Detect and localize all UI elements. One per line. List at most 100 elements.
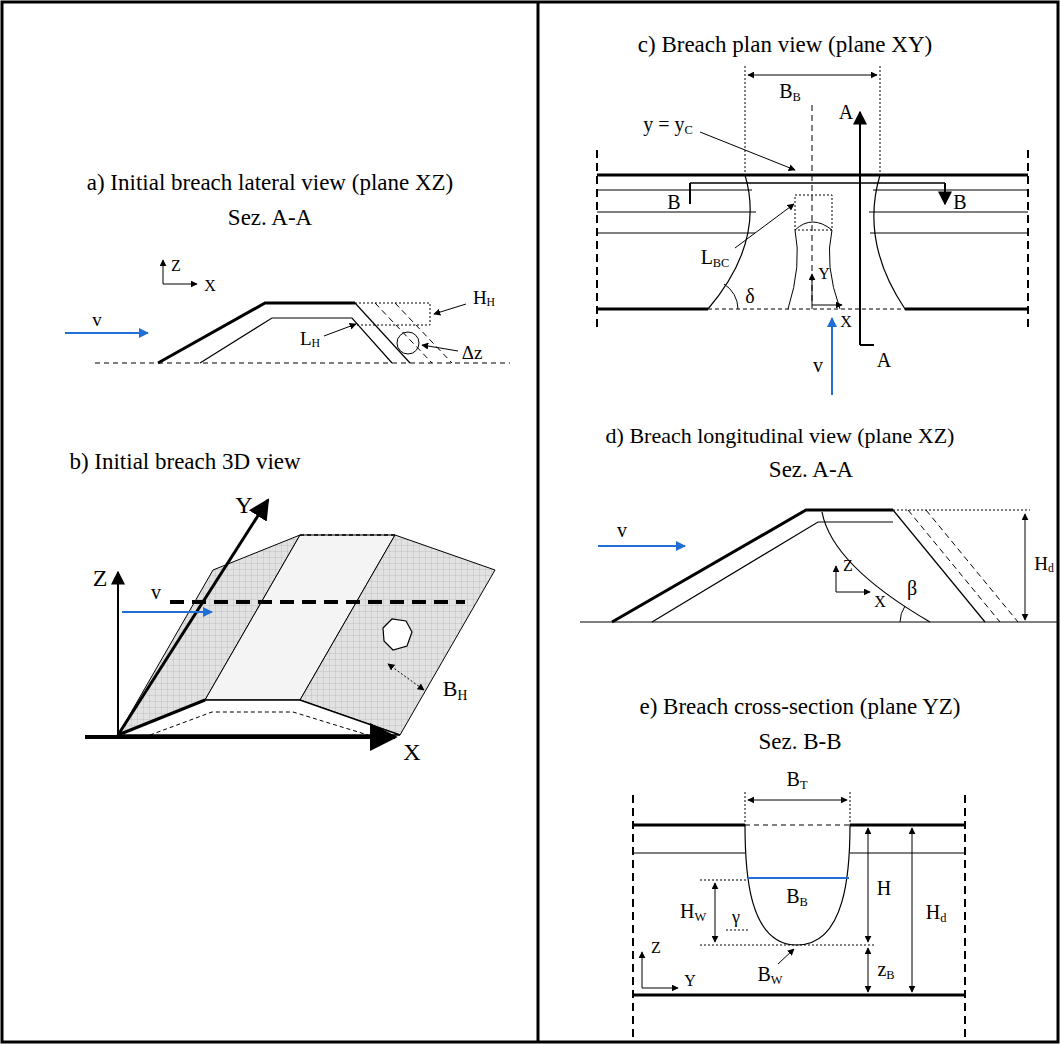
breach-hole bbox=[383, 619, 412, 650]
axis-x bbox=[85, 735, 395, 739]
water-surface bbox=[748, 877, 849, 879]
channel-length-box bbox=[795, 195, 832, 230]
dimension-guide bbox=[893, 510, 1030, 511]
symbol-label: v bbox=[92, 310, 102, 331]
angle-arc bbox=[724, 284, 738, 309]
embankment-outline bbox=[612, 510, 893, 622]
symbol-label: Y bbox=[235, 492, 252, 518]
symbol-label: A bbox=[839, 101, 853, 123]
symbol-label: β bbox=[907, 577, 917, 599]
panel-title: e) Breach cross-section (plane YZ) bbox=[639, 694, 960, 719]
symbol-label: X bbox=[204, 277, 216, 295]
axis-x bbox=[812, 305, 842, 306]
dimension-guide bbox=[700, 945, 875, 946]
panel-title: d) Breach longitudinal view (plane XZ) bbox=[606, 424, 955, 448]
symbol-label: Hd bbox=[926, 901, 947, 926]
ground-line bbox=[95, 363, 510, 364]
panel-title: a) Initial breach lateral view (plane XZ… bbox=[87, 170, 454, 195]
dimension-guide bbox=[745, 792, 850, 825]
symbol-label: v bbox=[813, 354, 823, 376]
symbol-label: v bbox=[151, 581, 161, 603]
end-section bbox=[118, 700, 400, 735]
axis-z bbox=[163, 260, 164, 284]
section-arrow bbox=[690, 183, 945, 204]
height-dimension bbox=[868, 948, 869, 992]
symbol-label: v bbox=[617, 519, 627, 541]
symbol-label: BH bbox=[443, 677, 468, 702]
breach-channel bbox=[788, 222, 840, 309]
angle-guide bbox=[726, 930, 748, 931]
height-dimension bbox=[715, 883, 716, 942]
symbol-label: BT bbox=[787, 768, 808, 793]
axis-x bbox=[163, 284, 197, 285]
panel-title: b) Initial breach 3D view bbox=[69, 449, 300, 474]
flow-arrow bbox=[598, 545, 685, 547]
symbol-label: Z bbox=[93, 565, 108, 591]
symbol-label: BB bbox=[786, 885, 808, 910]
height-dimension bbox=[912, 828, 913, 992]
width-dimension bbox=[748, 800, 847, 801]
panel-title: c) Breach plan view (plane XY) bbox=[638, 32, 932, 57]
embankment-outline bbox=[158, 303, 355, 363]
ground-line bbox=[580, 622, 1058, 623]
flow-arrow bbox=[831, 318, 833, 395]
symbol-label: δ bbox=[745, 285, 754, 307]
embankment-line bbox=[632, 853, 965, 854]
symbol-label: BW bbox=[757, 963, 782, 988]
section-arrow bbox=[859, 112, 861, 345]
hole-height-box bbox=[355, 303, 430, 325]
panel-divider bbox=[537, 2, 540, 1042]
center-line bbox=[812, 105, 813, 309]
downstream-slope bbox=[893, 510, 985, 622]
downstream-face bbox=[300, 535, 495, 735]
symbol-label: A bbox=[877, 349, 891, 371]
leader-line bbox=[700, 132, 795, 170]
axis-x bbox=[836, 592, 870, 593]
angle-arc bbox=[900, 606, 905, 622]
symbol-label: X bbox=[874, 593, 886, 611]
initial-hole bbox=[397, 332, 419, 354]
symbol-label: Y bbox=[818, 265, 830, 283]
leader-line bbox=[422, 345, 458, 351]
section-line bbox=[690, 182, 945, 184]
flow-arrow bbox=[122, 611, 212, 613]
leader-line bbox=[778, 949, 794, 964]
symbol-label: γ bbox=[732, 908, 740, 928]
symbol-label: BB bbox=[779, 80, 801, 105]
symbol-label: B bbox=[667, 191, 680, 213]
section-arrow bbox=[860, 344, 874, 346]
height-dimension bbox=[868, 828, 869, 942]
eroded-slope bbox=[908, 510, 1018, 622]
breach-edge bbox=[708, 175, 905, 309]
water-level bbox=[170, 600, 465, 604]
panel-title: Sez. A-A bbox=[769, 457, 853, 482]
symbol-label: HH bbox=[473, 288, 495, 311]
symbol-label: X bbox=[403, 739, 420, 765]
embankment-core bbox=[652, 522, 893, 622]
leader-line bbox=[324, 324, 356, 336]
symbol-label: Z bbox=[843, 557, 853, 575]
front-edge bbox=[118, 700, 205, 735]
axis-z bbox=[836, 566, 837, 592]
symbol-label: Δz bbox=[462, 343, 483, 364]
axis-y bbox=[118, 500, 268, 735]
axis-z bbox=[117, 572, 119, 737]
embankment-core bbox=[200, 318, 392, 363]
symbol-label: Y bbox=[684, 972, 696, 990]
crest-line bbox=[632, 824, 965, 827]
symbol-label: X bbox=[840, 313, 852, 331]
symbol-label: B bbox=[953, 191, 966, 213]
dimension-guide bbox=[700, 880, 748, 881]
core-line bbox=[150, 712, 368, 735]
symbol-label: Z bbox=[171, 257, 181, 275]
crest-edge bbox=[300, 534, 395, 536]
downstream-slope bbox=[355, 303, 410, 363]
symbol-label: LH bbox=[300, 329, 320, 352]
height-dimension bbox=[1025, 514, 1026, 620]
breach-profile bbox=[822, 512, 930, 622]
width-dimension bbox=[748, 75, 877, 76]
